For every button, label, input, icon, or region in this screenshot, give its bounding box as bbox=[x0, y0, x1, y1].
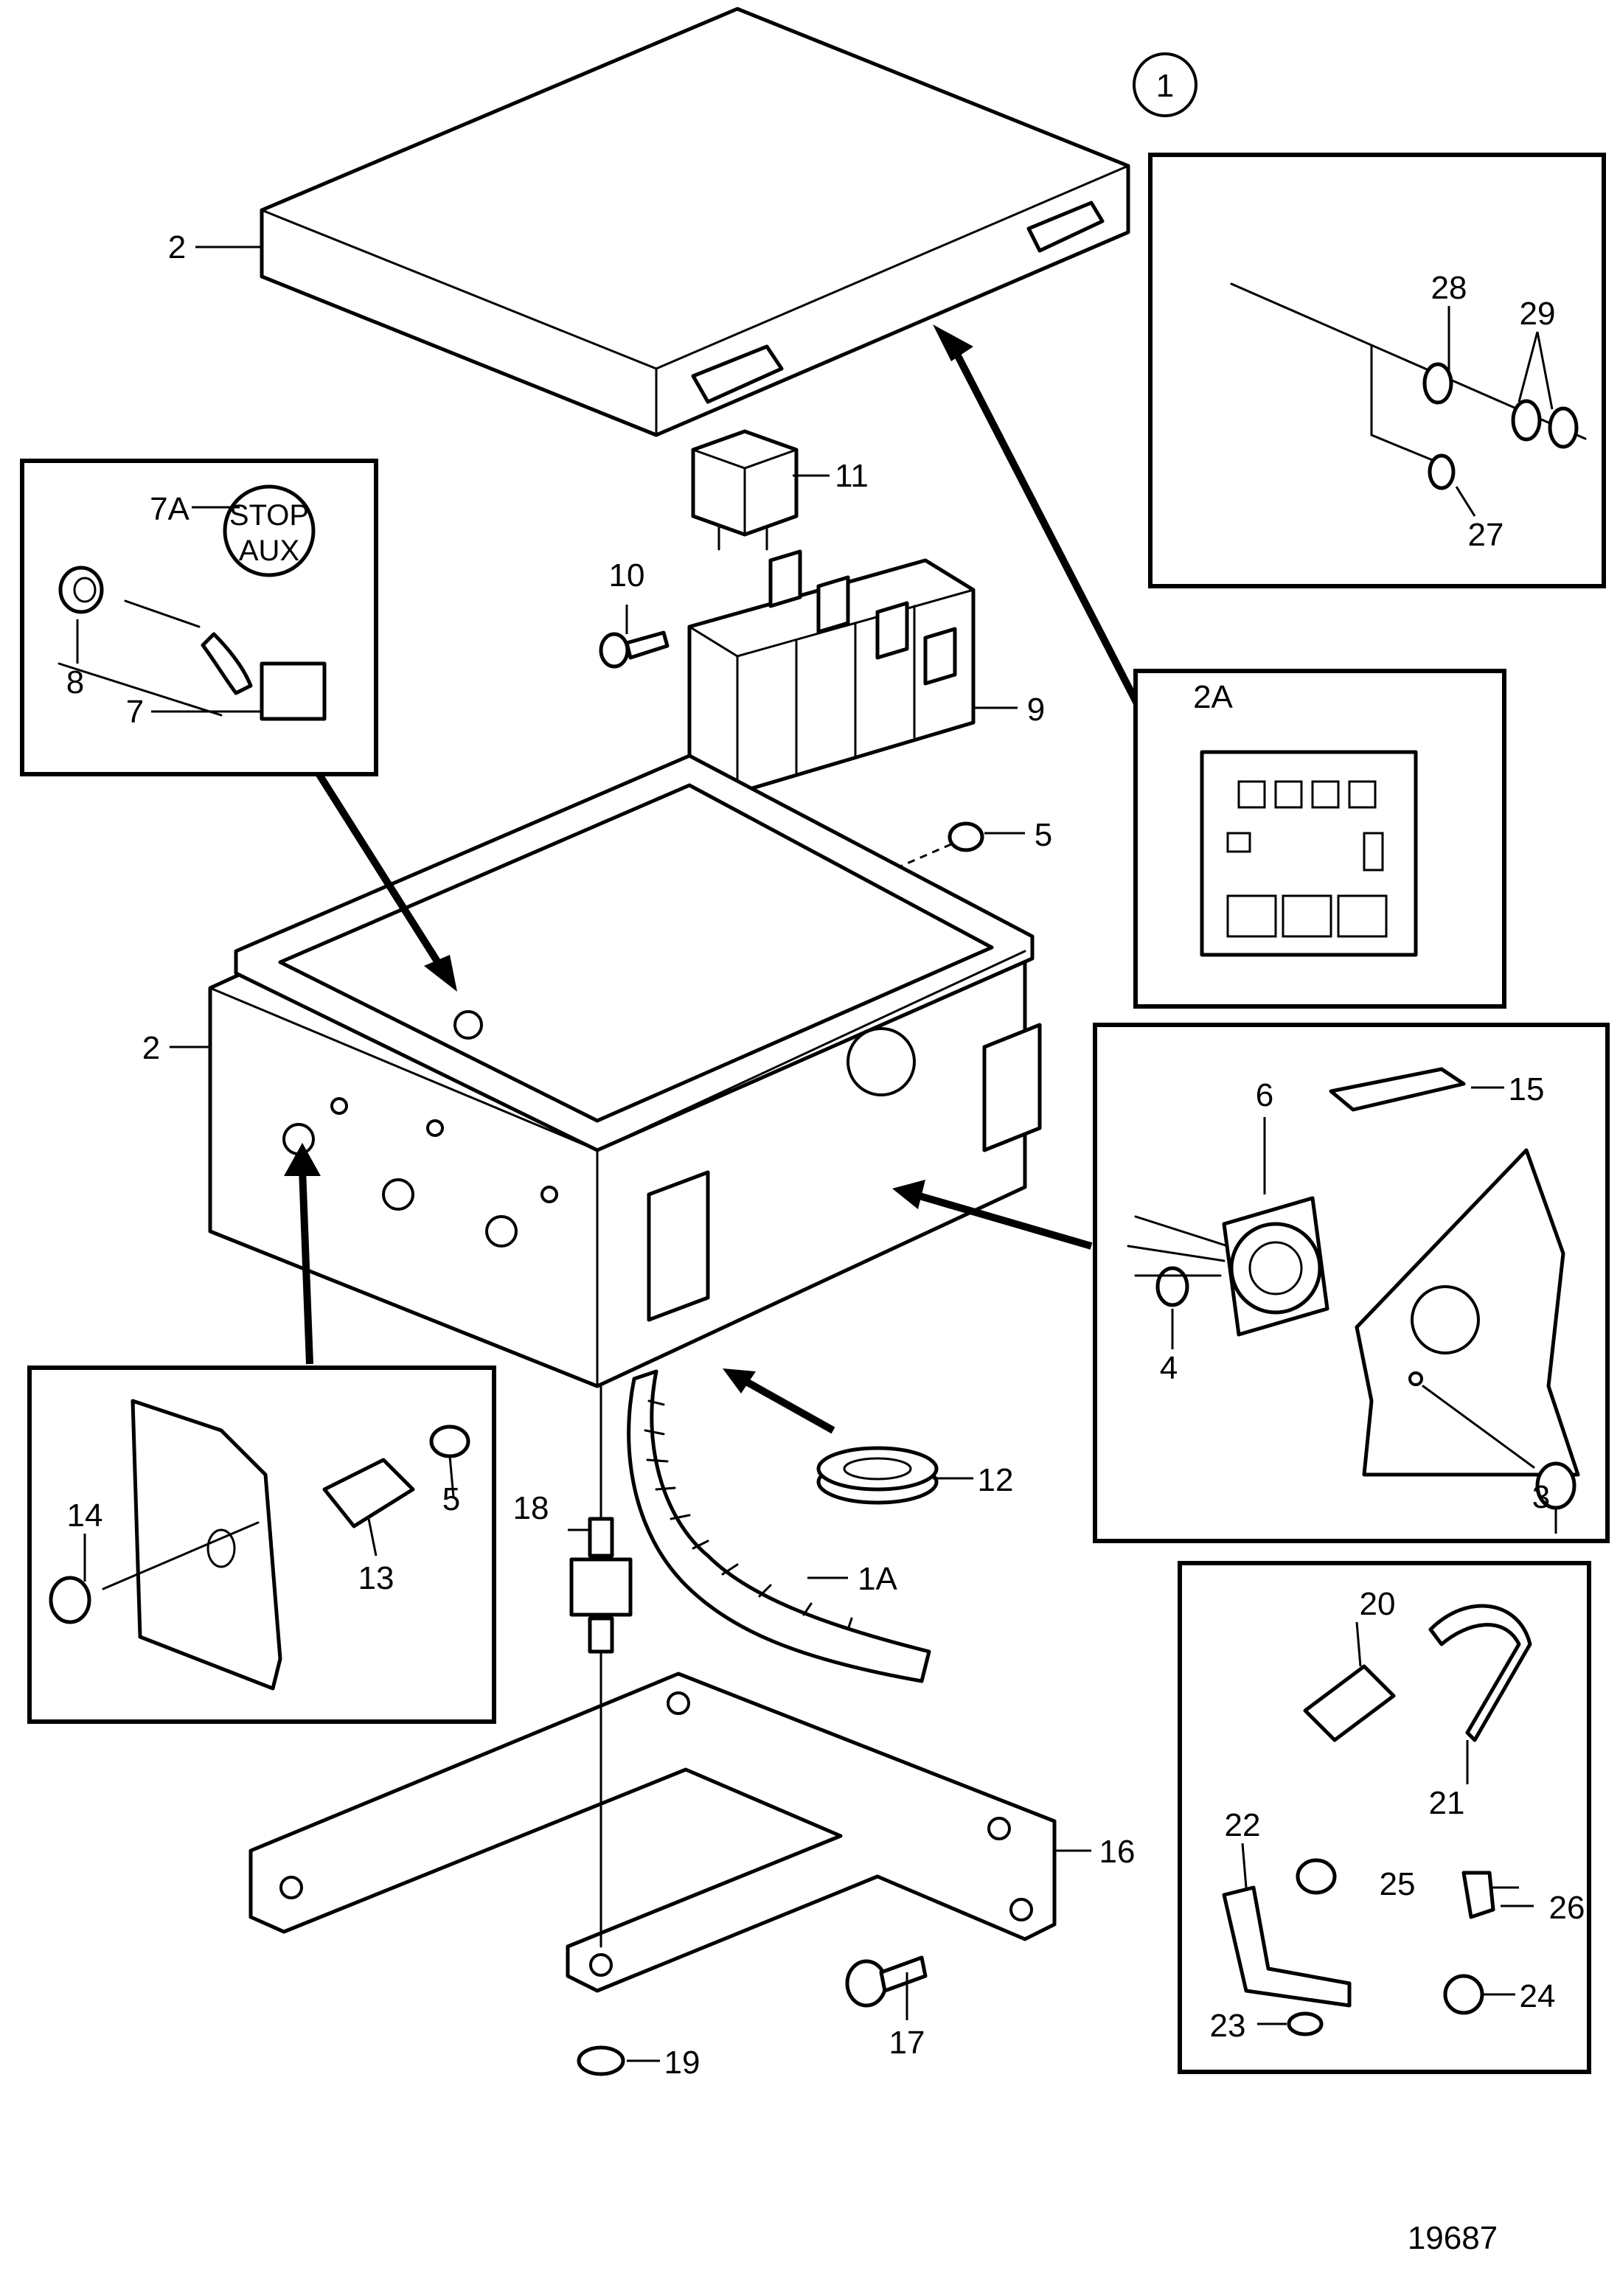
knob-text-stop: STOP bbox=[229, 499, 309, 532]
callout-circle bbox=[1133, 52, 1197, 117]
screw bbox=[599, 630, 670, 669]
nut bbox=[948, 821, 984, 852]
callout-22: 22 bbox=[1225, 1807, 1261, 1843]
callout-25: 25 bbox=[1380, 1866, 1416, 1902]
figure-number: 19687 bbox=[1408, 2220, 1498, 2256]
callout-5-inset: 5 bbox=[442, 1481, 460, 1517]
callout-5-top: 5 bbox=[1035, 817, 1052, 853]
mounting-line bbox=[781, 843, 952, 919]
callout-15: 15 bbox=[1509, 1071, 1545, 1107]
callout-11: 11 bbox=[835, 458, 869, 494]
callout-labels: 1 2 11 10 9 5 2 12 1A 16 19 17 18 7A 8 7… bbox=[66, 52, 1585, 2081]
callout-16: 16 bbox=[1099, 1834, 1136, 1870]
pointer-arrow bbox=[284, 324, 1143, 1434]
callout-2-lid: 2 bbox=[168, 229, 186, 265]
callout-1: 1 bbox=[1156, 68, 1174, 104]
callout-6: 6 bbox=[1256, 1077, 1273, 1113]
callout-7A: 7A bbox=[150, 491, 190, 527]
callout-28: 28 bbox=[1431, 270, 1467, 306]
inset-connector bbox=[1093, 1023, 1610, 1543]
fuse-block bbox=[687, 549, 976, 795]
callout-9: 9 bbox=[1027, 692, 1045, 728]
control-box bbox=[208, 754, 1042, 1388]
callout-17: 17 bbox=[889, 2025, 925, 2061]
vibration-damper bbox=[569, 1385, 633, 1948]
callout-27: 27 bbox=[1468, 517, 1504, 553]
wiring-harness bbox=[627, 1369, 931, 1683]
inset-seal-kit bbox=[1148, 153, 1606, 588]
lid bbox=[260, 7, 1130, 437]
grommet bbox=[816, 1446, 939, 1505]
callout-23: 23 bbox=[1210, 2008, 1246, 2044]
inset-clamps bbox=[1178, 1561, 1591, 2074]
callout-7: 7 bbox=[126, 694, 144, 730]
callout-20: 20 bbox=[1360, 1586, 1396, 1622]
callout-14: 14 bbox=[67, 1497, 103, 1534]
mounting-bracket bbox=[248, 1671, 1057, 1993]
callout-2A: 2A bbox=[1193, 679, 1233, 715]
bolt bbox=[845, 1955, 928, 2008]
callout-21: 21 bbox=[1429, 1785, 1465, 1821]
callout-18: 18 bbox=[513, 1490, 549, 1526]
leader-lines bbox=[76, 246, 1557, 2062]
callout-8: 8 bbox=[66, 664, 84, 700]
callout-13: 13 bbox=[358, 1560, 394, 1596]
relay bbox=[691, 429, 799, 551]
inset-fuse-holder bbox=[27, 1366, 496, 1724]
callout-12: 12 bbox=[978, 1462, 1014, 1498]
callout-2-box: 2 bbox=[142, 1030, 160, 1066]
callout-1A: 1A bbox=[858, 1561, 897, 1597]
knob-text-aux: AUX bbox=[239, 535, 299, 567]
nut bbox=[577, 2045, 625, 2076]
callout-19: 19 bbox=[664, 2045, 701, 2081]
callout-3: 3 bbox=[1532, 1479, 1550, 1515]
callout-10: 10 bbox=[609, 557, 645, 594]
callout-26: 26 bbox=[1549, 1890, 1585, 1926]
inset-fuse-panel bbox=[1133, 669, 1506, 1009]
callout-4: 4 bbox=[1160, 1350, 1178, 1386]
callout-24: 24 bbox=[1520, 1978, 1556, 2014]
inset-switch bbox=[20, 459, 378, 776]
callout-29: 29 bbox=[1520, 296, 1556, 332]
